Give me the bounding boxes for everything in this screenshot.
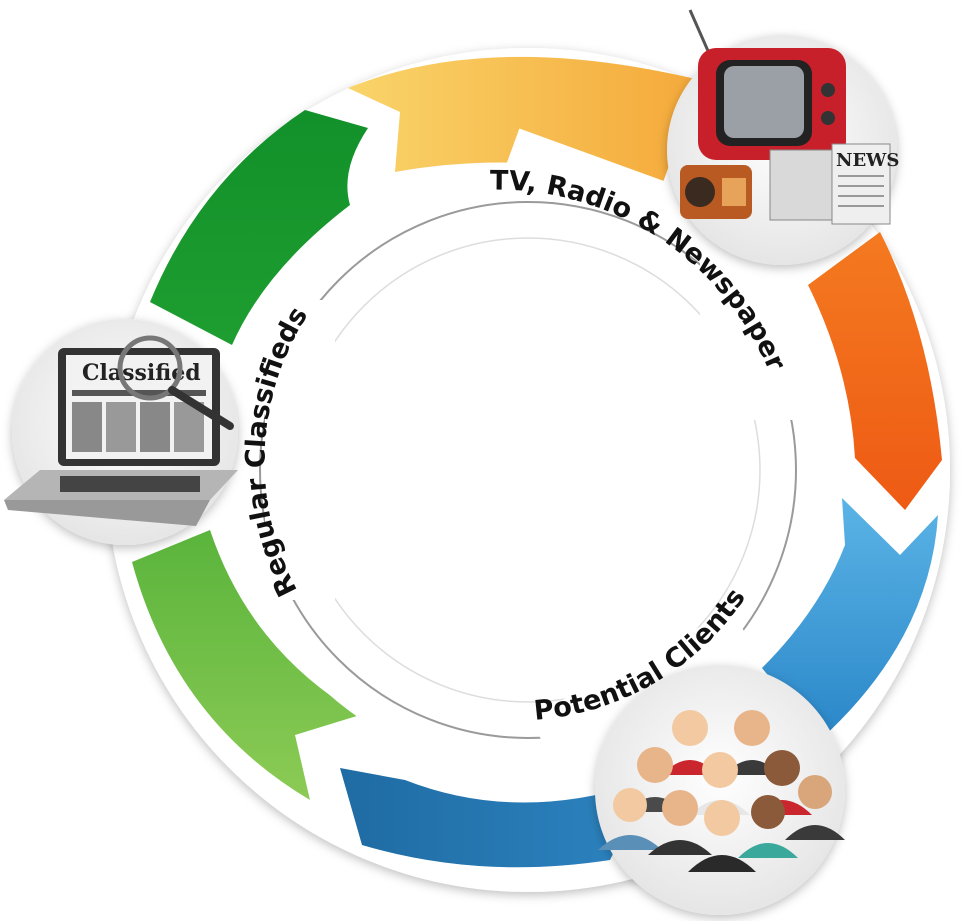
label-mask-media-2: [700, 250, 800, 420]
newspaper-heading: NEWS: [836, 150, 899, 171]
people-group-icon: [598, 710, 845, 872]
segment-dark-green: [150, 110, 368, 345]
tv-icon: [688, 9, 846, 160]
label-mask-classifieds: [265, 300, 335, 600]
newspaper-icon: NEWS: [769, 143, 899, 225]
segment-dark-blue: [340, 768, 650, 868]
segment-orange: [808, 232, 942, 510]
magnifier-icon: [117, 335, 234, 430]
cycle-segments: [132, 56, 942, 868]
segment-light-green: [132, 530, 360, 800]
clients-badge: [595, 665, 845, 915]
segment-light-blue: [762, 498, 938, 740]
radio-icon: [680, 165, 752, 219]
laptop-screen-heading: Classified: [82, 360, 201, 386]
inner-thin-ring: [259, 201, 797, 739]
classifieds-badge: Classified: [4, 319, 238, 545]
segment-yellow: [348, 56, 700, 185]
media-badge: NEWS: [667, 9, 899, 265]
